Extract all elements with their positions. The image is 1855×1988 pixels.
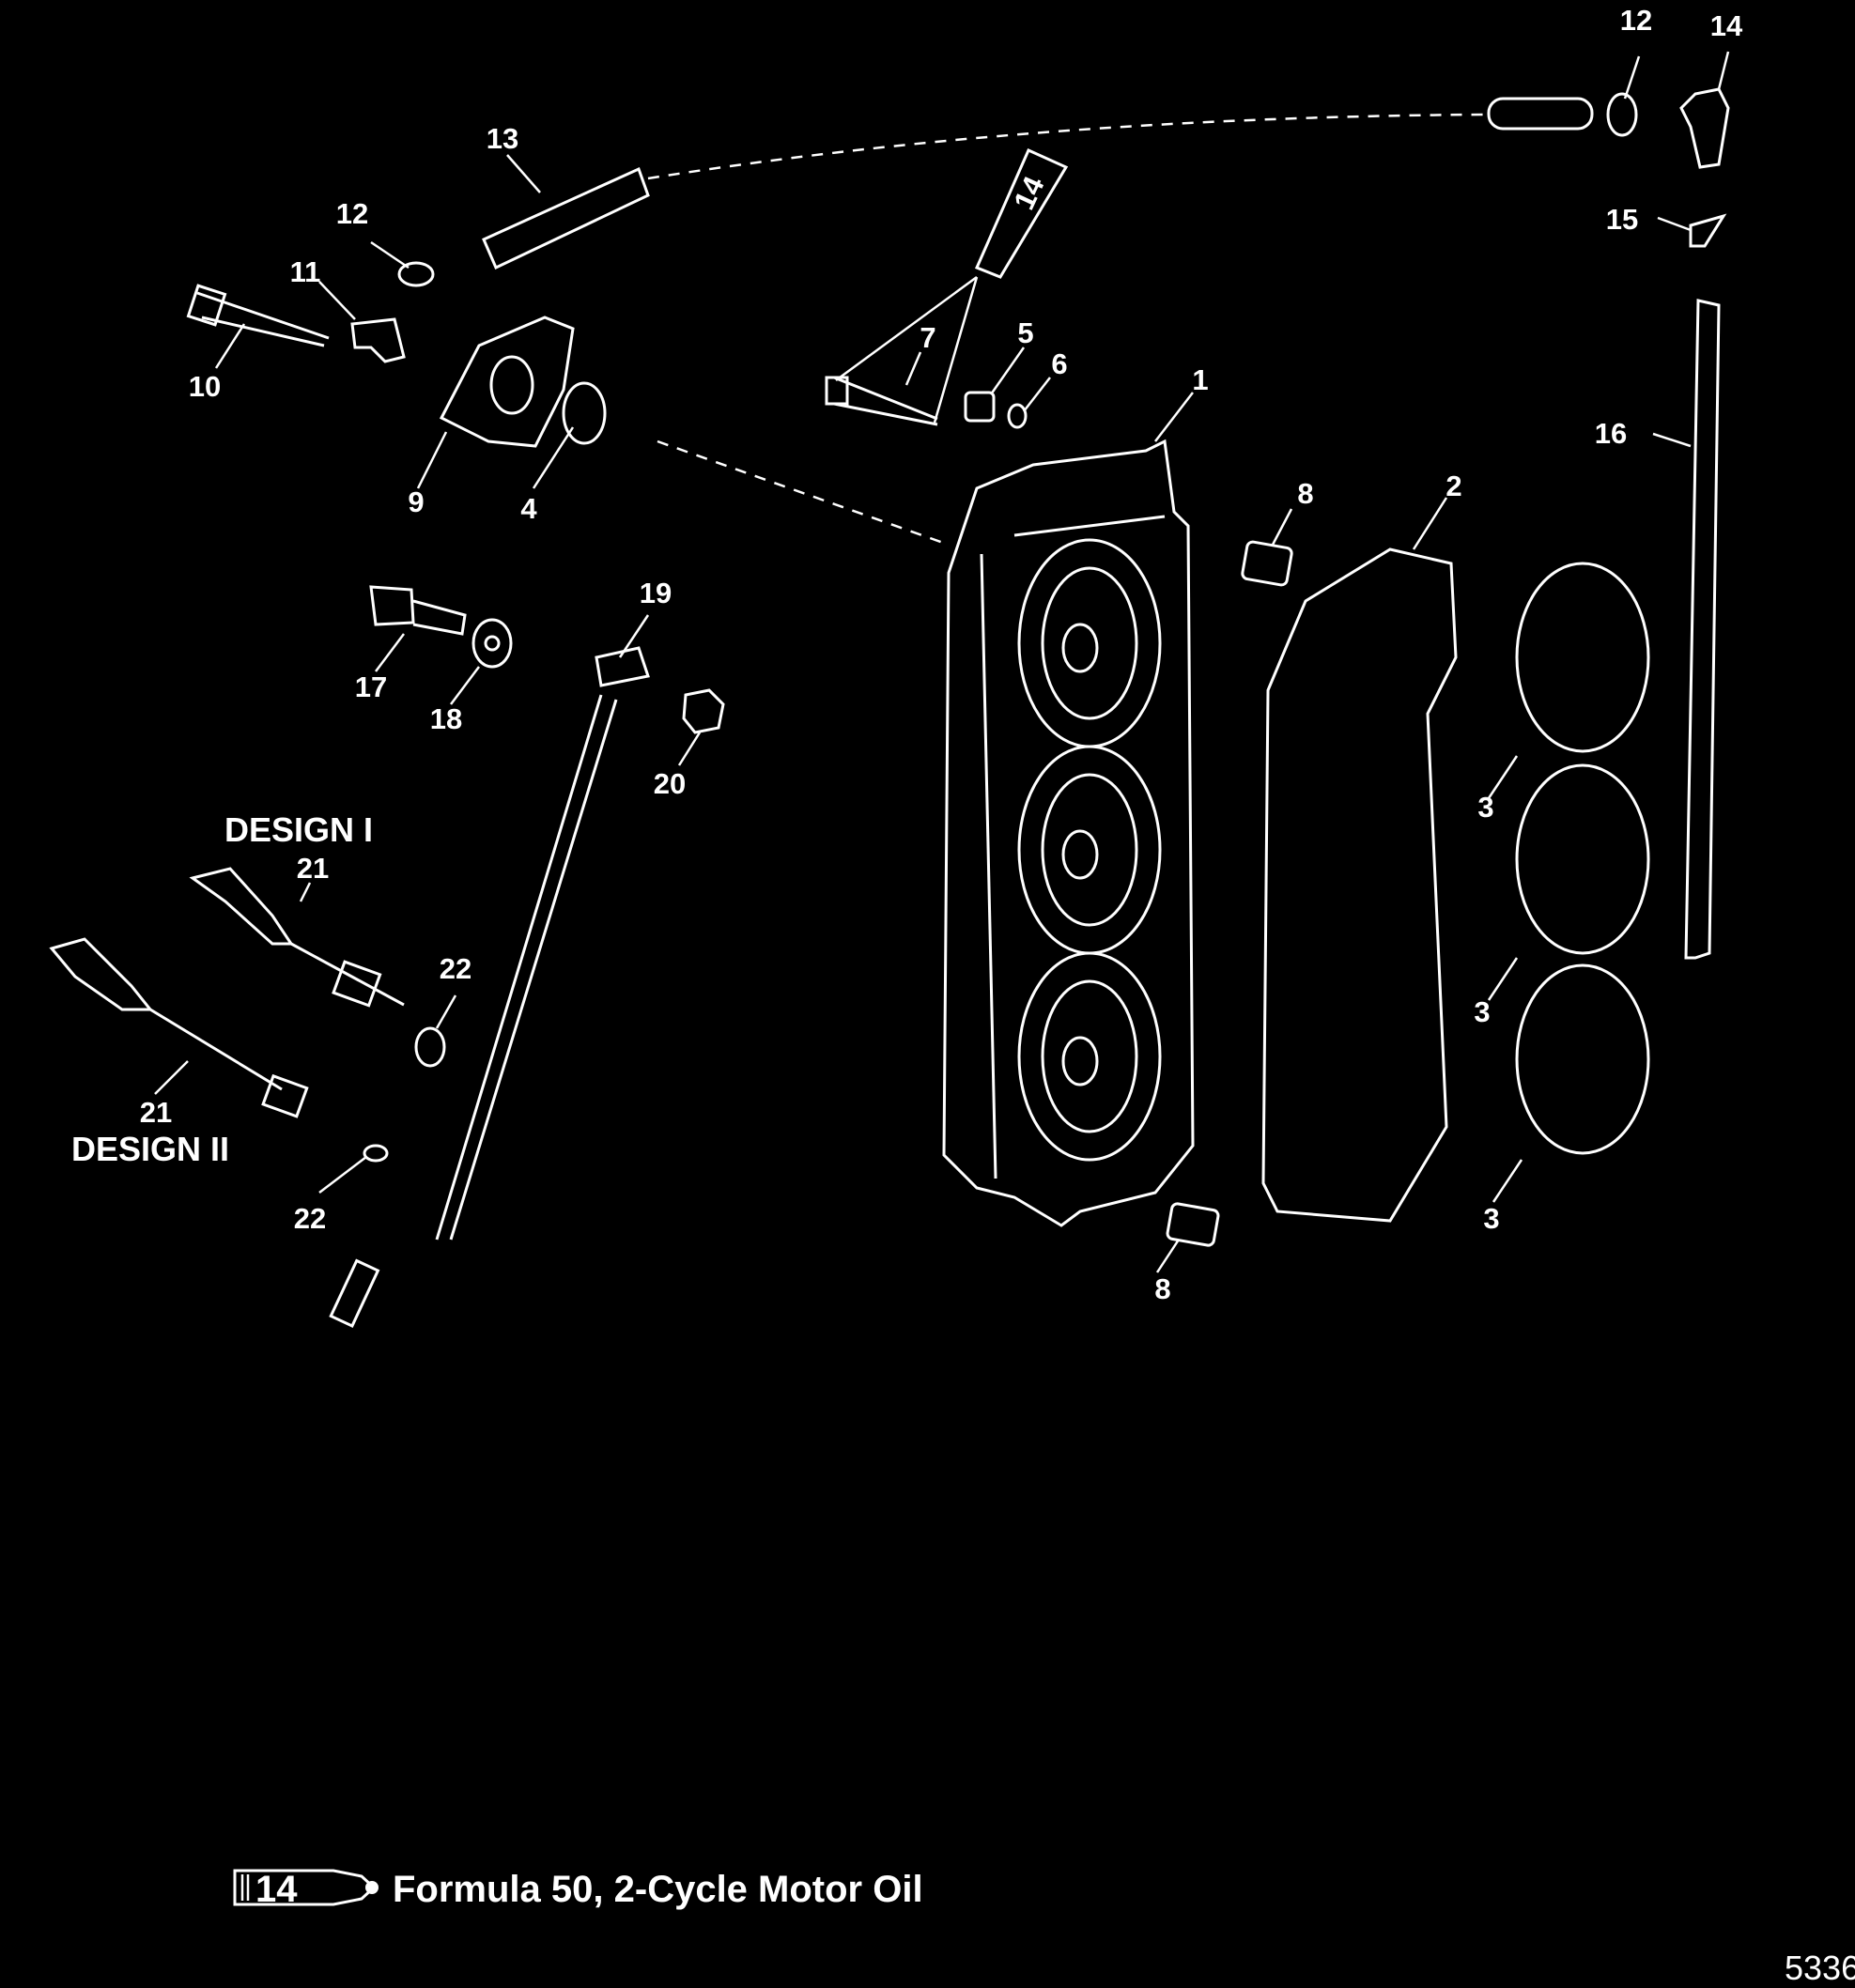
fitting-15	[1689, 213, 1727, 248]
washer-18	[471, 618, 513, 669]
o-ring-4	[562, 381, 607, 445]
oil-tube-legend-icon	[233, 1869, 377, 1906]
o-ring-middle	[1515, 763, 1650, 955]
callout-22-bottom: 22	[294, 1202, 326, 1235]
o-ring-22-bottom	[363, 1144, 389, 1163]
head-gasket	[1261, 547, 1458, 1223]
callout-12-left: 12	[336, 197, 368, 230]
bolt-17	[369, 585, 467, 636]
tube-label: 14	[1007, 171, 1051, 215]
callout-15: 15	[1606, 203, 1638, 236]
legend: 14 Formula 50, 2-Cycle Motor Oil	[233, 1869, 923, 1910]
callout-7: 7	[920, 321, 935, 354]
design-1-label: DESIGN I	[224, 810, 373, 849]
callout-11: 11	[290, 255, 321, 288]
callout-3-top: 3	[1477, 791, 1493, 824]
callout-8-bottom: 8	[1154, 1272, 1170, 1305]
leader-lines	[154, 51, 1730, 1273]
callout-16: 16	[1595, 417, 1627, 450]
callout-13: 13	[487, 122, 518, 155]
figure-number: 5336	[1785, 1949, 1855, 1987]
hose-13-far-end	[1487, 97, 1594, 131]
legend-tube-number: 14	[255, 1869, 298, 1910]
bolt-10	[196, 291, 330, 347]
callout-9: 9	[408, 485, 424, 518]
cover-plate	[439, 316, 575, 448]
plate-alignment-dashed-line	[657, 439, 950, 547]
callout-5: 5	[1017, 316, 1033, 349]
callout-22-top: 22	[440, 952, 471, 985]
hose-routing-dashed-line	[647, 113, 1485, 180]
elbow-fitting-14	[1679, 87, 1730, 169]
callout-1: 1	[1192, 363, 1208, 396]
hose-13	[482, 166, 650, 270]
temp-sensor-design-1	[189, 867, 405, 1008]
callout-21-design-1: 21	[297, 852, 329, 885]
callout-10: 10	[189, 370, 221, 403]
fitting-5	[964, 391, 996, 423]
callout-2: 2	[1445, 470, 1461, 502]
dowel-pin-top	[1241, 540, 1293, 587]
elbow-fitting-11	[350, 317, 406, 363]
o-ring-top	[1515, 562, 1650, 753]
callout-12-right: 12	[1620, 4, 1652, 37]
bolt-7-head	[825, 376, 849, 406]
callout-17: 17	[355, 670, 387, 703]
callout-20: 20	[654, 767, 686, 800]
temp-sensor-design-2	[49, 937, 309, 1118]
design-2-label: DESIGN II	[71, 1130, 229, 1168]
callout-19: 19	[640, 577, 672, 609]
callout-3-bottom: 3	[1483, 1202, 1499, 1235]
cylinder-head	[942, 439, 1195, 1227]
hose-clamp-right	[1606, 92, 1638, 137]
hose-clamp-left	[397, 261, 435, 287]
knock-sensor-19	[329, 646, 650, 1328]
callout-14: 14	[1710, 9, 1743, 42]
legend-text: Formula 50, 2-Cycle Motor Oil	[393, 1869, 923, 1910]
callout-6: 6	[1051, 347, 1067, 380]
o-ring-22-top	[414, 1026, 446, 1068]
callout-4: 4	[520, 492, 537, 525]
callout-3-middle: 3	[1474, 995, 1490, 1028]
dowel-pin-bottom	[1166, 1202, 1220, 1247]
nut-20	[682, 688, 725, 734]
oil-tube-14: 14	[975, 148, 1069, 279]
hose-16	[1684, 299, 1721, 960]
callout-21-design-2: 21	[140, 1096, 172, 1129]
bolt-7	[833, 376, 938, 426]
callout-8-top: 8	[1297, 477, 1313, 510]
callout-18: 18	[430, 702, 462, 735]
o-ring-bottom	[1515, 963, 1650, 1155]
washer-6	[1007, 403, 1028, 429]
